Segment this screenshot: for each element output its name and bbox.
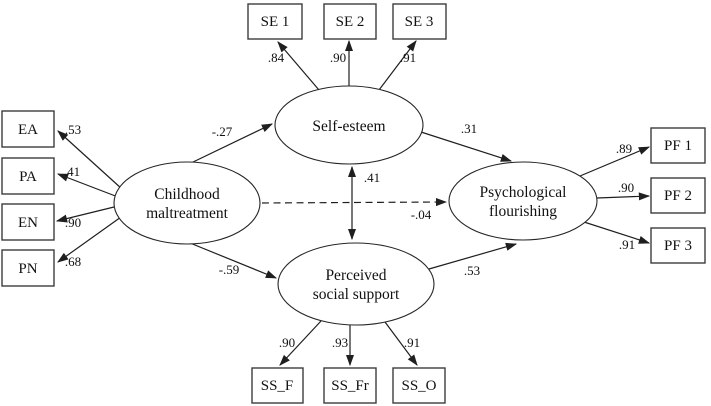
se3-label: SE 3 — [405, 14, 434, 30]
se3-box — [392, 3, 447, 40]
loading-en: .90 — [65, 215, 81, 230]
ss-f-label: SS_F — [261, 378, 294, 394]
perceived-social-support-label-line2: social support — [313, 286, 400, 303]
indicator-ss-o: SS_O — [392, 367, 446, 404]
loading-ea: .53 — [65, 122, 81, 137]
ss-f-box — [251, 367, 304, 404]
loading-arrow-se3 — [378, 40, 417, 91]
pf2-box — [650, 177, 706, 214]
latent-childhood-maltreatment: Childhood maltreatment — [113, 161, 261, 245]
psychological-flourishing-label-line1: Psychological — [480, 184, 567, 201]
ss-fr-label: SS_Fr — [331, 378, 369, 394]
path-cm-to-socialsupport-arrow — [189, 242, 278, 279]
loading-arrows — [55, 39, 651, 367]
loading-ssfr: .93 — [332, 335, 348, 350]
path-cm-to-flourishing-dashed-arrow — [261, 198, 448, 207]
indicator-pn: PN — [1, 249, 55, 287]
coef-cm-to-socialsupport: -.59 — [219, 262, 240, 277]
se1-box — [247, 3, 303, 40]
latent-self-esteem: Self-esteem — [274, 85, 424, 165]
path-coefficient-labels: -.27 -.59 -.04 .31 .53 .41 — [212, 121, 480, 278]
indicator-pf3: PF 3 — [650, 227, 706, 264]
se2-box — [323, 3, 377, 40]
loading-pf2: .90 — [618, 180, 634, 195]
psychological-flourishing-ellipse — [448, 161, 598, 241]
indicator-pa: PA — [1, 157, 55, 195]
coef-selfesteem-to-flourishing: .31 — [461, 121, 477, 136]
ss-fr-box — [323, 367, 377, 404]
self-esteem-label: Self-esteem — [312, 118, 385, 135]
loading-arrow-pf1 — [579, 146, 651, 177]
loading-arrow-ea — [57, 130, 123, 190]
pf1-label: PF 1 — [664, 138, 692, 154]
pf3-label: PF 3 — [664, 238, 692, 254]
indicator-se2: SE 2 — [323, 3, 377, 40]
loading-sso: .91 — [404, 335, 420, 350]
loading-pa: .41 — [64, 164, 80, 179]
latent-perceived-social-support: Perceived social support — [277, 242, 435, 326]
psychological-flourishing-label-line2: flourishing — [489, 203, 557, 220]
self-esteem-ellipse — [274, 85, 424, 165]
ss-o-label: SS_O — [401, 378, 436, 394]
loading-arrow-en — [55, 206, 115, 223]
indicator-se1: SE 1 — [247, 3, 303, 40]
indicator-pf1: PF 1 — [650, 127, 706, 164]
loading-pn: .68 — [65, 254, 81, 269]
pn-label: PN — [18, 261, 37, 277]
loading-pf1: .89 — [616, 141, 632, 156]
loading-arrow-se1 — [277, 41, 320, 91]
en-box — [1, 203, 55, 241]
coef-cm-to-flourishing: -.04 — [411, 207, 432, 222]
path-socialsupport-to-flourishing-arrow — [428, 242, 518, 270]
perceived-social-support-label-line1: Perceived — [325, 267, 386, 284]
loading-se1: .84 — [268, 50, 285, 65]
pf2-label: PF 2 — [664, 188, 692, 204]
perceived-social-support-ellipse — [277, 242, 435, 326]
loading-se2: .90 — [330, 50, 346, 65]
path-cm-to-selfesteem-arrow — [190, 123, 274, 164]
indicator-ea: EA — [1, 110, 55, 148]
pf1-box — [650, 127, 706, 164]
loading-labels: .84 .90 .91 .53 .41 .90 .68 .89 .90 .91 … — [64, 50, 635, 350]
en-label: EN — [18, 215, 38, 231]
childhood-maltreatment-label-line1: Childhood — [154, 186, 220, 203]
loading-arrow-pf3 — [583, 221, 651, 244]
latent-psychological-flourishing: Psychological flourishing — [448, 161, 598, 241]
loading-arrow-sso — [384, 321, 418, 366]
childhood-maltreatment-label-line2: maltreatment — [146, 205, 228, 222]
path-selfesteem-to-flourishing-arrow — [420, 131, 513, 162]
pa-box — [1, 157, 55, 195]
ss-o-box — [392, 367, 446, 404]
pa-label: PA — [19, 169, 37, 185]
pn-box — [1, 249, 55, 287]
structural-paths — [189, 123, 518, 279]
coef-cm-to-selfesteem: -.27 — [212, 124, 233, 139]
loading-ssf: .90 — [279, 335, 295, 350]
indicator-pf2: PF 2 — [650, 177, 706, 214]
loading-arrow-pf2 — [596, 192, 651, 201]
ea-label: EA — [18, 122, 38, 138]
pf3-box — [650, 227, 706, 264]
ea-box — [1, 110, 55, 148]
loading-pf3: .91 — [619, 237, 635, 252]
indicator-en: EN — [1, 203, 55, 241]
loading-arrow-pn — [57, 216, 122, 263]
se2-label: SE 2 — [336, 14, 365, 30]
loading-arrow-ssf — [279, 320, 322, 366]
coef-socialsupport-to-flourishing: .53 — [464, 263, 480, 278]
indicator-se3: SE 3 — [392, 3, 447, 40]
childhood-maltreatment-ellipse — [113, 161, 261, 245]
coef-selfesteem-with-socialsupport: .41 — [364, 170, 380, 185]
se1-label: SE 1 — [261, 14, 290, 30]
loading-se3: .91 — [400, 50, 416, 65]
indicator-ss-f: SS_F — [251, 367, 304, 404]
loading-arrow-pa — [56, 173, 119, 198]
indicator-ss-fr: SS_Fr — [323, 367, 377, 404]
